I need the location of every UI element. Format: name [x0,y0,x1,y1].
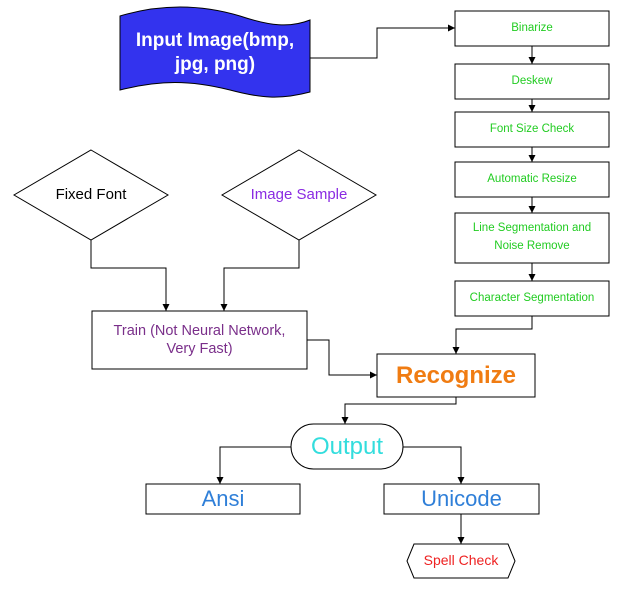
output-label: Output [310,432,384,460]
font-size-check-node [454,111,610,148]
fixed-font-label: Fixed Font [55,185,127,203]
line-segmentation-label: Line Segmentation and Noise Remove [472,222,592,252]
ansi-node [145,483,301,515]
unicode-label: Unicode [421,486,502,512]
automatic-resize-label: Automatic Resize [487,173,577,186]
edge-char-seg-to-recognize [452,316,533,354]
binarize-label: Binarize [511,22,553,35]
edge-output-to-ansi [216,446,291,484]
edge-recognize-to-output [341,397,457,424]
image-sample-label: Image Sample [250,185,348,203]
spell-check-node [406,543,516,579]
edge-output-to-unicode [403,446,465,484]
edge-train-to-recognize [307,339,377,379]
character-segmentation-label: Character Segmentation [469,292,595,305]
edge-input-to-binarize [310,24,455,59]
spell-check-label: Spell Check [423,552,499,569]
unicode-node [383,483,540,515]
automatic-resize-node [454,161,610,198]
recognize-label: Recognize [395,361,517,389]
binarize-node [454,10,610,47]
font-size-check-label: Font Size Check [489,123,575,136]
ansi-label: Ansi [201,486,245,512]
edge-fixed-font-to-train [90,240,170,311]
input-image-node [119,6,311,98]
deskew-label: Deskew [511,75,553,88]
train-label: Train (Not Neural Network, Very Fast) [113,322,286,357]
input-image-label: Input Image(bmp, jpg, png) [135,30,295,75]
line-segmentation-node [454,212,610,264]
recognize-node [376,353,536,398]
train-node [91,310,308,370]
edge-image-sample-to-train [220,240,300,311]
character-segmentation-node [454,280,610,317]
